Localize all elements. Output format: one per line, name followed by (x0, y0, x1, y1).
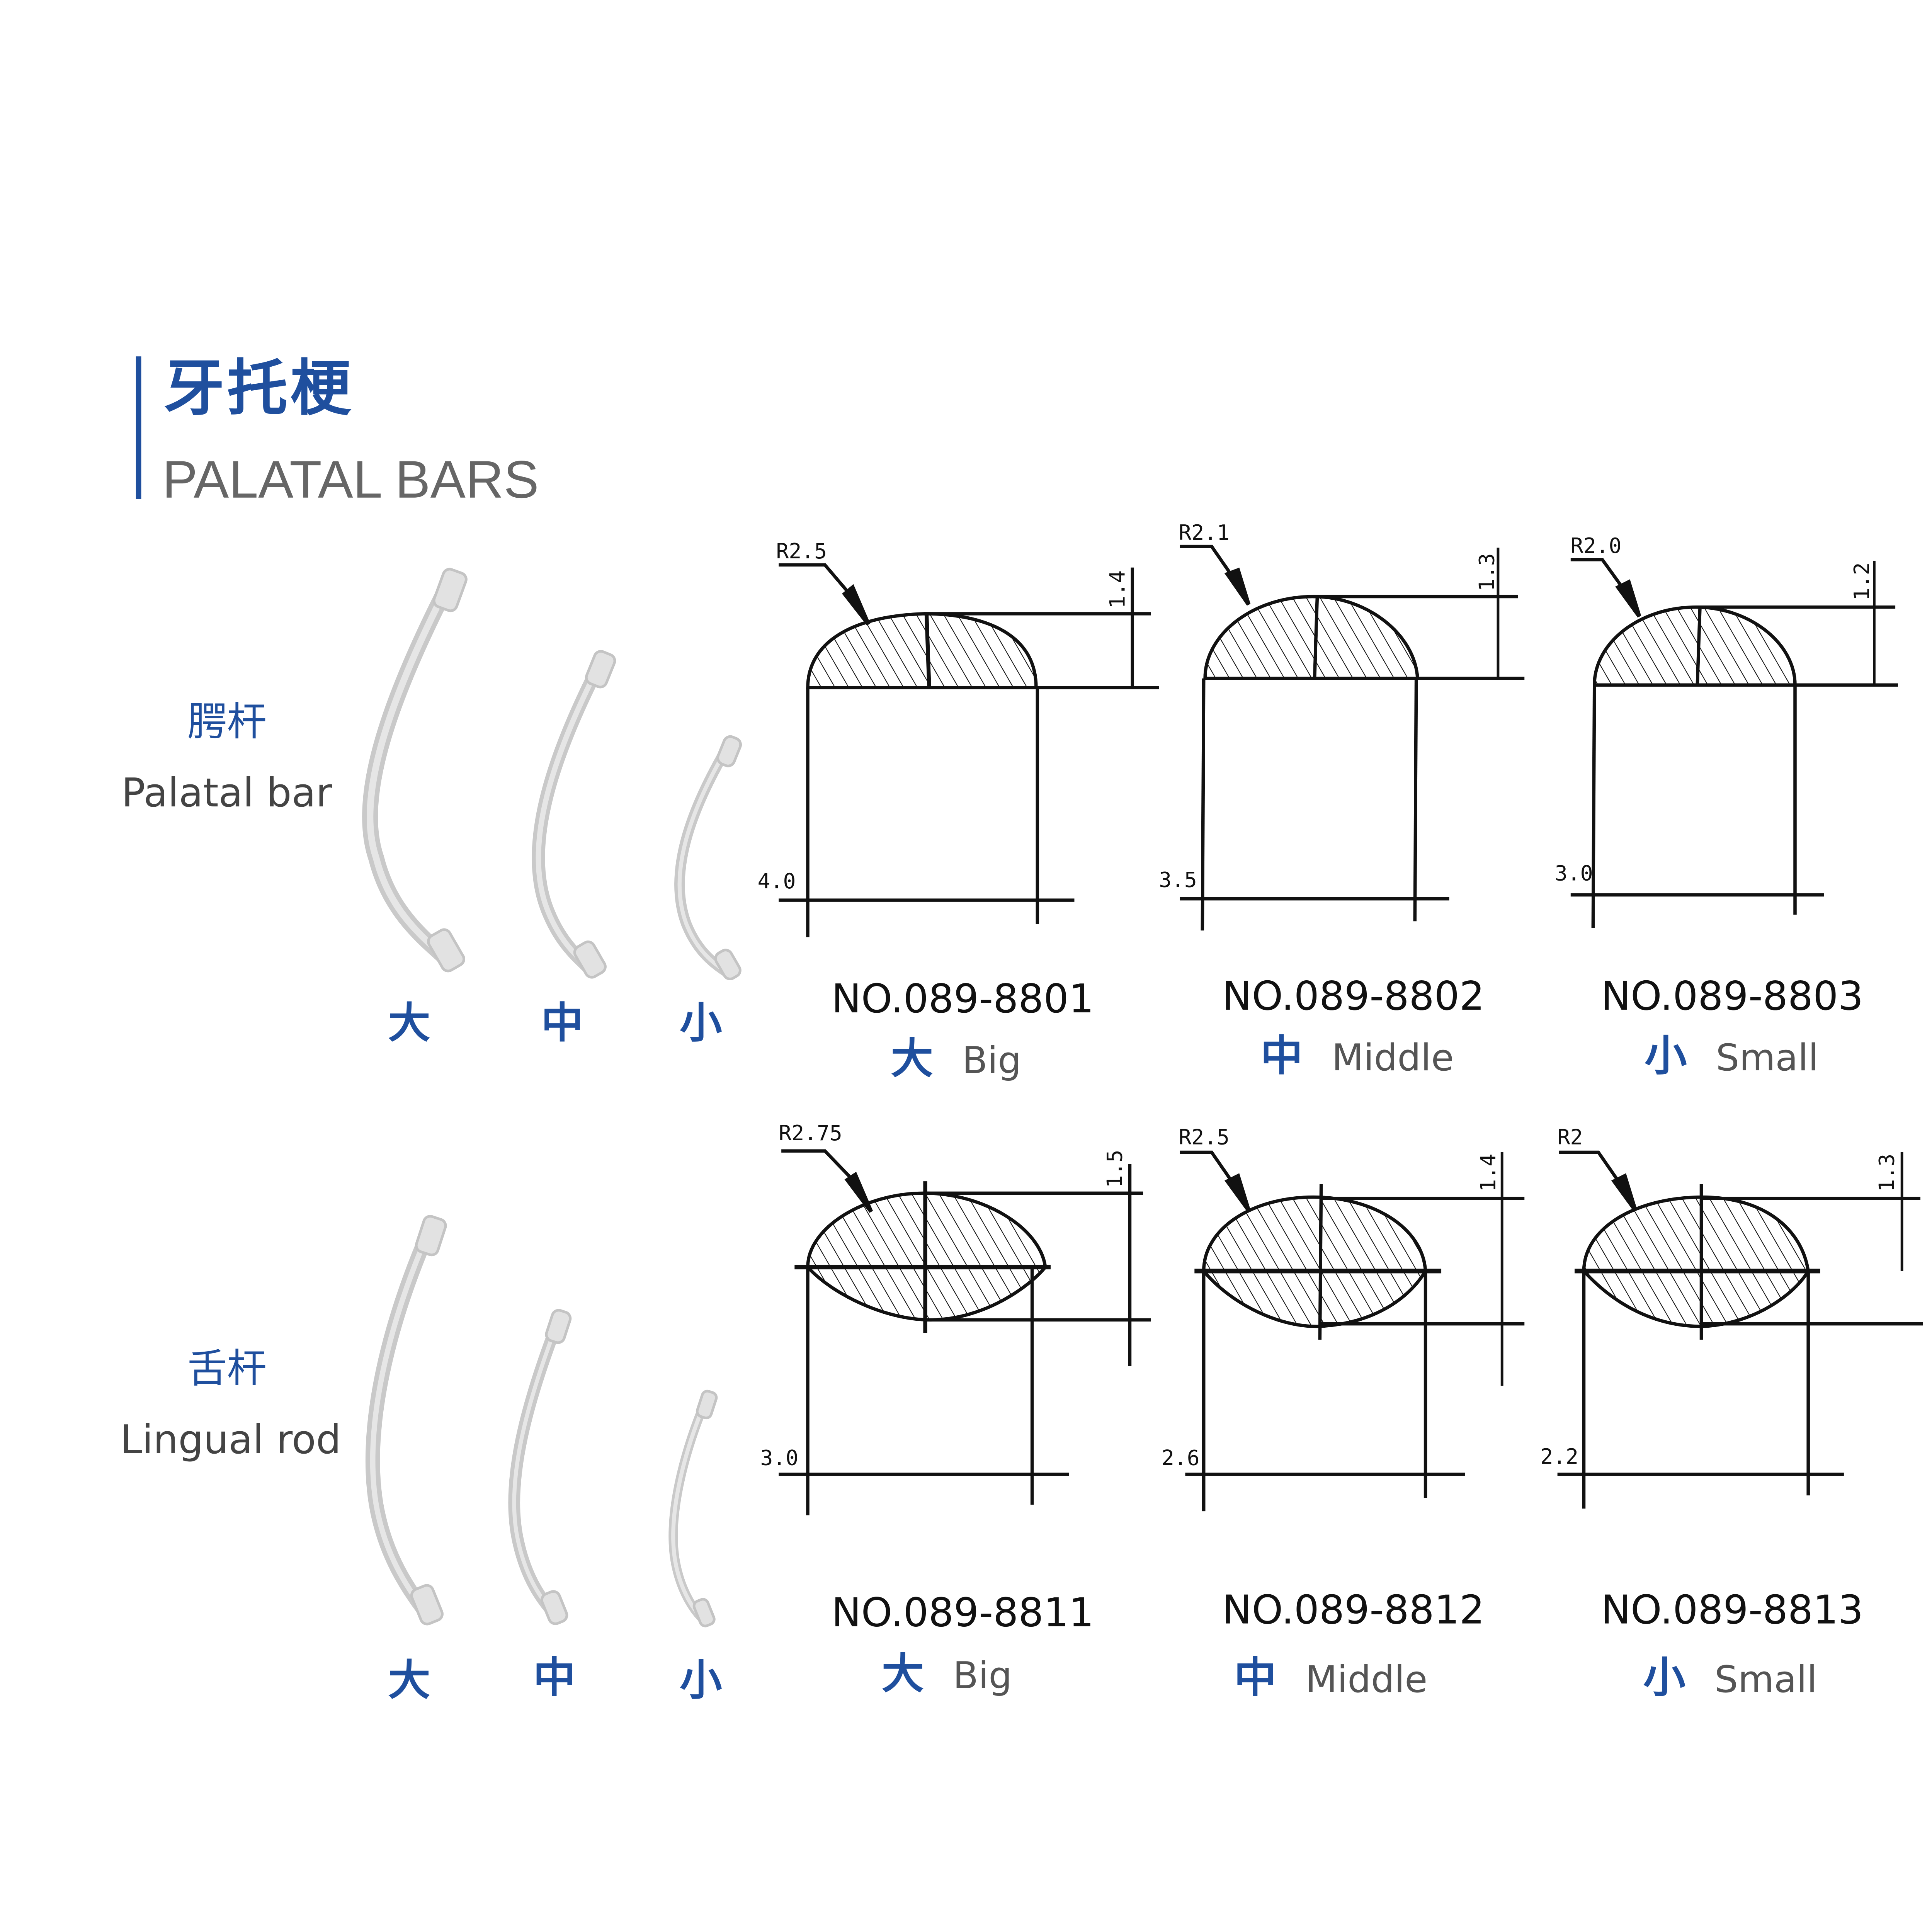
palatal-size-label-small: 小 (680, 998, 722, 1048)
model-number-8801: NO.089-8801 (831, 976, 1094, 1023)
section-palatal-name-en: Palatal bar (121, 770, 332, 817)
page-title-cn: 牙托梗 (163, 352, 354, 424)
page-title-en: PALATAL BARS (162, 451, 539, 510)
bar-icon-lingual-middle (508, 1309, 572, 1625)
svg-text:1.3: 1.3 (1475, 553, 1499, 592)
cross-section-drawing-8802: R2.1 1.3 3.5 (1159, 520, 1525, 931)
section-palatal-name-cn: 腭杆 (187, 699, 267, 746)
palatal-size-label-big: 大 (388, 998, 430, 1048)
svg-text:R2.5: R2.5 (1179, 1125, 1230, 1150)
lingual-size-label-small: 小 (680, 1655, 722, 1706)
section-lingual-name-cn: 舌杆 (187, 1346, 267, 1393)
svg-text:1.4: 1.4 (1105, 570, 1129, 609)
radius-label: R2.5 (776, 539, 827, 563)
bar-icon-lingual-small (668, 1389, 718, 1628)
model-number-8802: NO.089-8802 (1222, 974, 1485, 1020)
svg-text:3.0: 3.0 (760, 1446, 799, 1470)
svg-text:2.2: 2.2 (1540, 1444, 1578, 1469)
lingual-size-label-middle: 中 (533, 1652, 576, 1703)
svg-text:1.2: 1.2 (1849, 562, 1874, 600)
svg-text:R2.1: R2.1 (1179, 520, 1230, 545)
palatal-size-label-middle: 中 (541, 998, 583, 1048)
bar-icon-palatal-big (362, 568, 468, 973)
svg-text:1.4: 1.4 (1476, 1154, 1500, 1192)
model-number-8813: NO.089-8813 (1601, 1588, 1864, 1634)
lingual-size-label-big: 大 (388, 1655, 430, 1706)
svg-text:3.5: 3.5 (1159, 867, 1197, 892)
bar-icon-palatal-small (674, 735, 742, 980)
svg-text:1.5: 1.5 (1102, 1150, 1127, 1188)
cross-section-drawing-8811: R2.75 1.5 3.0 (760, 1121, 1151, 1515)
model-number-8811: NO.089-8811 (831, 1590, 1094, 1637)
svg-text:R2: R2 (1558, 1125, 1583, 1150)
bar-icon-lingual-big (365, 1215, 447, 1626)
bar-icon-palatal-middle (532, 650, 616, 979)
cross-section-drawing-8813: R2 1.3 2.2 (1540, 1125, 1923, 1509)
model-number-8803: NO.089-8803 (1601, 974, 1864, 1020)
section-lingual-name-en: Lingual rod (120, 1417, 341, 1464)
title-accent-bar (136, 356, 141, 499)
svg-text:3.0: 3.0 (1555, 861, 1593, 885)
cross-section-drawing-8812: R2.5 1.4 2.6 (1162, 1125, 1525, 1512)
svg-text:R2.0: R2.0 (1571, 533, 1622, 558)
cross-section-drawing-8803: R2.0 1.2 3.0 (1555, 533, 1898, 928)
svg-text:1.3: 1.3 (1874, 1154, 1899, 1192)
svg-text:2.6: 2.6 (1162, 1446, 1200, 1470)
svg-text:4.0: 4.0 (758, 869, 796, 893)
cross-section-drawing-8801: R2.5 1.4 4.0 (758, 539, 1159, 937)
model-number-8812: NO.089-8812 (1222, 1588, 1485, 1634)
svg-text:R2.75: R2.75 (779, 1121, 842, 1145)
